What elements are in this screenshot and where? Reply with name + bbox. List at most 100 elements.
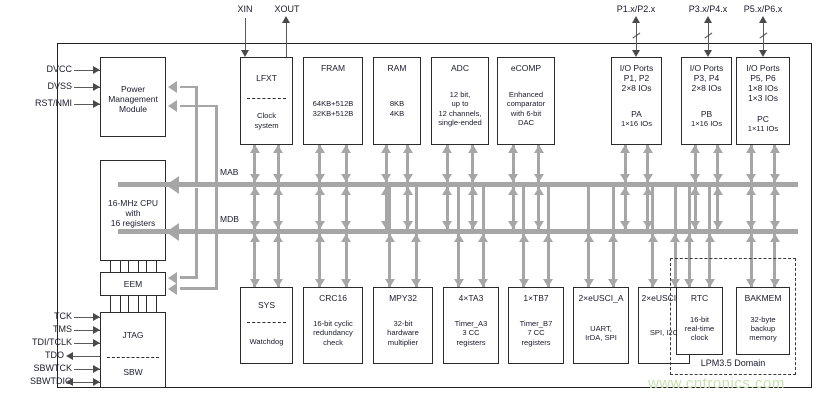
bus-arrow-up-to-block-5 <box>402 145 413 153</box>
block-power-management-module: Power Management Module <box>100 57 166 137</box>
jtag-divider <box>107 357 159 358</box>
block-io-port-pb-head-2: 2×8 IOs <box>691 83 722 93</box>
bus-arrow-up-mab-7 <box>467 187 478 195</box>
pin-arrow-xout <box>282 16 290 23</box>
pin-wire-dvcc <box>74 69 100 72</box>
block-io-port-pc-head-3: 1×3 IOs <box>747 93 778 103</box>
block-io-port-pb-body-0: PB <box>700 108 713 119</box>
block-fram-head-0: FRAM <box>320 63 346 73</box>
bus-arrow-up-mdb-lower-7 <box>478 234 489 242</box>
block-tb7-body-2: registers <box>521 337 551 347</box>
pin-arrow-p3-p4-down <box>704 50 712 57</box>
bus-arrow-up-mdb-lower-1 <box>273 234 284 242</box>
pmm-line-2: Management <box>108 94 158 104</box>
bus-arrow-down-to-block-4 <box>384 279 395 287</box>
block-lfxt-head-0: LFXT <box>256 72 277 83</box>
bus-arrow-down-to-block-6 <box>453 279 464 287</box>
cpu-eem-connector-3 <box>146 261 157 272</box>
pin-label-dvss: DVSS <box>47 81 72 91</box>
block-ecomp-body-1: comparator <box>506 99 546 109</box>
block-lfxt-body-0: Clock <box>257 111 276 121</box>
cpu-eem-connector-1 <box>110 261 121 272</box>
bus-arrow-down-mdb-5 <box>402 221 413 229</box>
pin-label-p1-p2: P1.x/P2.x <box>616 4 656 14</box>
pmm-line-3: Module <box>119 104 147 114</box>
bus-arrow-down-mdb-4 <box>381 221 392 229</box>
bus-arrow-up-to-block-9 <box>533 145 544 153</box>
eem-label: EEM <box>123 279 143 289</box>
pin-label-tck: TCK <box>54 311 72 321</box>
pmm-line-1: Power <box>120 84 146 94</box>
bus-arrow-up-mab-10 <box>620 187 631 195</box>
bus-arrow-down-to-block-14 <box>684 279 695 287</box>
lpm35-domain-label: LPM3.5 Domain <box>700 358 766 368</box>
bus-arrow-down-mab-3 <box>341 174 352 182</box>
pmm-feedback-wire-2b <box>180 104 218 108</box>
block-jtag: JTAG SBW <box>100 312 166 388</box>
pin-arrow-p3-p4-up <box>704 16 712 23</box>
block-fram-body-1: 32KB+512B <box>312 108 354 118</box>
block-crc16-body-1: redundancy <box>313 328 353 338</box>
pin-label-p5-p6: P5.x/P6.x <box>743 4 783 14</box>
pin-wire-tdo <box>73 355 100 358</box>
bus-arrow-up-mab-11 <box>642 187 653 195</box>
pin-arrow-tdo <box>66 352 73 360</box>
bus-arrow-down-to-block-7 <box>478 279 489 287</box>
block-io-port-pb-body-1: 1×16 IOs <box>690 118 723 128</box>
bus-arrow-up-mab-9 <box>533 187 544 195</box>
bus-arrow-down-mdb-6 <box>442 221 453 229</box>
pin-wire-dvss <box>74 86 100 89</box>
bus-arrow-down-to-block-3 <box>341 279 352 287</box>
bus-mab-arrow-cpu <box>166 175 179 194</box>
bus-arrow-up-mdb-lower-5 <box>411 234 422 242</box>
pin-wire-sbwtdio <box>73 381 100 384</box>
eem-jtag-connector-3 <box>146 296 157 312</box>
bus-arrow-down-mab-9 <box>533 174 544 182</box>
pin-arrow-tdi-tclk <box>93 339 100 347</box>
bus-arrow-up-mdb-lower-16 <box>746 234 757 242</box>
bus-arrow-down-mab-10 <box>620 174 631 182</box>
block-ram-body-1: 4KB <box>389 108 405 118</box>
pmm-feedback-arrow-1 <box>168 81 177 93</box>
cpu-line-1: 16-MHz CPU <box>107 197 159 208</box>
block-bakmem-body-0: 32-byte <box>750 314 776 324</box>
pin-arrow-dvss <box>93 83 100 91</box>
pin-wire-p1-p2 <box>635 22 638 53</box>
pin-label-xin: XIN <box>237 4 253 14</box>
block-ram-body-0: 8KB <box>389 99 405 109</box>
bus-arrow-up-to-block-1 <box>273 145 284 153</box>
bus-arrow-down-to-block-16 <box>746 279 757 287</box>
pin-arrow-sbwtdio-in <box>93 378 100 386</box>
pmm-feedback-wire-1b <box>180 85 198 89</box>
pin-wire-xout <box>285 22 288 57</box>
pmm-feedback-arrow-2 <box>168 100 177 112</box>
block-mpy32-head-0: MPY32 <box>389 293 417 303</box>
block-ram-head-0: RAM <box>387 63 407 73</box>
pmm-feedback-wire-1 <box>195 85 198 184</box>
pin-wire-p5-p6 <box>762 22 765 53</box>
bus-arrow-down-mab-2 <box>314 174 325 182</box>
block-sys-head-0: SYS <box>257 299 275 310</box>
jtag-label: JTAG <box>122 330 144 340</box>
eem-feedback-wire-2 <box>215 233 218 289</box>
block-mpy32-body-2: multiplier <box>387 337 419 347</box>
bus-arrow-down-to-block-8 <box>518 279 529 287</box>
pin-arrow-xin <box>241 50 249 57</box>
pin-label-tdo: TDO <box>45 350 64 360</box>
pin-wire-rst-nmi <box>74 103 100 106</box>
bus-arrow-up-mdb-lower-11 <box>608 234 619 242</box>
bus-arrow-down-to-block-5 <box>411 279 422 287</box>
cpu-line-3: 16 registers <box>110 217 156 228</box>
pin-label-p3-p4: P3.x/P4.x <box>688 4 728 14</box>
pmm-feedback-wire-2 <box>215 104 218 233</box>
block-io-port-pc-head-0: I/O Ports <box>746 63 780 73</box>
